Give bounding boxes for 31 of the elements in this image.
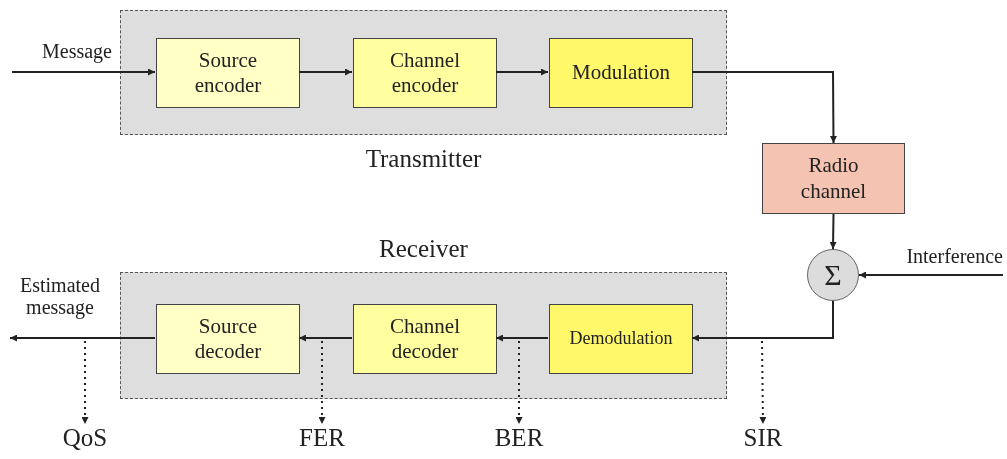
arrow bbox=[495, 68, 549, 76]
signal-label: Estimated message bbox=[19, 274, 101, 318]
signal-label: Message bbox=[41, 40, 112, 62]
process-box: Channel encoder bbox=[353, 38, 497, 108]
dotted-arrow bbox=[81, 340, 89, 425]
dotted-arrow bbox=[318, 340, 326, 425]
process-box: Channel decoder bbox=[353, 304, 497, 374]
arrow bbox=[11, 68, 156, 76]
arrow bbox=[495, 334, 549, 342]
process-box: Radio channel bbox=[762, 143, 905, 214]
dotted-arrow bbox=[759, 340, 767, 425]
arrow bbox=[829, 213, 837, 250]
group-heading: Receiver bbox=[378, 235, 469, 263]
arrow bbox=[691, 300, 834, 342]
dotted-arrow bbox=[515, 340, 523, 425]
signal-label: BER bbox=[487, 424, 551, 456]
signal-label: SIR bbox=[735, 424, 791, 456]
arrow bbox=[298, 334, 353, 342]
signal-label: QoS bbox=[50, 424, 120, 456]
process-box: Demodulation bbox=[549, 304, 693, 374]
arrow bbox=[858, 271, 1004, 279]
signal-label: Interference bbox=[876, 245, 1003, 276]
arrow bbox=[298, 68, 353, 76]
process-box: Source decoder bbox=[156, 304, 300, 374]
group-heading: Transmitter bbox=[364, 145, 483, 173]
arrow bbox=[691, 71, 837, 144]
process-box: Modulation bbox=[549, 38, 693, 108]
arrow bbox=[9, 334, 156, 342]
summing-junction-circle: Σ bbox=[807, 249, 859, 301]
process-box: Source encoder bbox=[156, 38, 300, 108]
signal-label: FER bbox=[290, 424, 354, 456]
